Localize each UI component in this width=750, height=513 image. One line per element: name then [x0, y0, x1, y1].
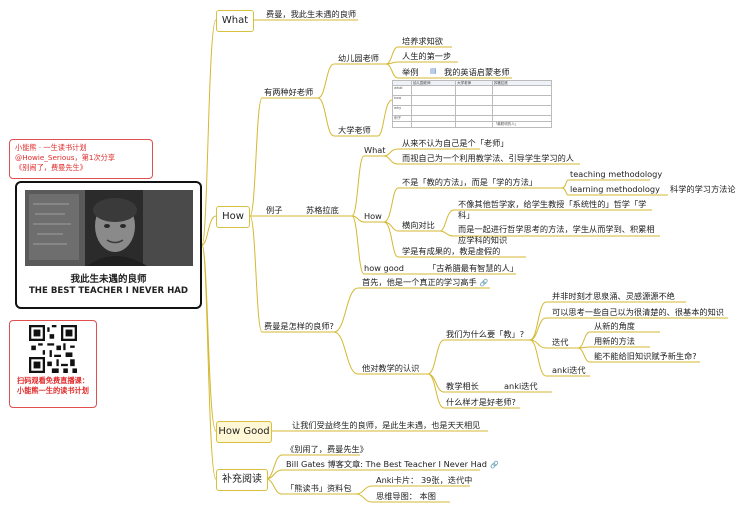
node-teach-grow[interactable]: 教学相长	[446, 381, 479, 391]
table-cell	[392, 121, 412, 128]
node-iterate-3[interactable]: 能不能给旧知识赋予新生命?	[594, 351, 697, 361]
node-contrast[interactable]: 横向对比	[402, 220, 435, 230]
extra-anki[interactable]: Anki卡片： 39张，迭代中	[376, 475, 473, 485]
table-row: how	[392, 95, 553, 106]
author-note: 小能熊 · 一生读书计划 @Howie_Serious，第1次分享 《别闹了，费…	[9, 139, 153, 179]
how-good-text[interactable]: 让我们受益终生的良师，是此生未遇，也是天天相见	[292, 420, 481, 430]
node-teaching-view[interactable]: 他对教学的认识	[362, 363, 420, 373]
node-socrates[interactable]: 苏格拉底	[306, 205, 339, 215]
topic-what[interactable]: What	[216, 10, 254, 32]
table-cell	[455, 85, 493, 96]
node-soc-how-3[interactable]: 学是有成果的，教是虚假的	[402, 246, 501, 256]
node-example[interactable]: 例子	[266, 205, 283, 215]
node-kg-example[interactable]: 我的英语启蒙老师	[444, 67, 510, 77]
table-cell	[410, 85, 457, 96]
node-why-teach[interactable]: 我们为什么要「教」?	[446, 329, 525, 339]
table-cell	[455, 105, 493, 116]
table-row: why	[392, 105, 553, 116]
node-first-master-label: 首先，他是一个真正的学习高手	[362, 277, 477, 287]
table-cell	[410, 105, 457, 116]
node-contrast-1[interactable]: 不像其他哲学家，给学生教授「系统性的」哲学「学科」	[458, 199, 647, 220]
table-cell: what	[392, 85, 412, 96]
link-icon[interactable]: 🔗	[479, 279, 489, 287]
what-branch-text[interactable]: 费曼，我此生未遇的良师	[266, 9, 357, 19]
qr-line-2: 小能熊一生的读书计划	[17, 386, 89, 395]
table-cell	[491, 85, 553, 96]
author-note-line-2: @Howie_Serious，第1次分享	[15, 153, 116, 162]
table-cell	[491, 105, 553, 116]
author-note-line-3: 《别闹了，费曼先生》	[15, 163, 87, 172]
node-why-1[interactable]: 并非时刻才思泉涌、灵感源源不绝	[552, 291, 675, 301]
extra-mindmap[interactable]: 思维导图： 本图	[376, 491, 436, 501]
table-cell	[491, 95, 553, 106]
qr-line-1: 扫码观看免费直播课：	[17, 376, 89, 385]
node-learning-methodology[interactable]: learning methodology	[570, 184, 660, 194]
qr-code-icon[interactable]	[29, 325, 77, 373]
qr-panel: 扫码观看免费直播课： 小能熊一生的读书计划	[9, 320, 97, 408]
extra-blog[interactable]: Bill Gates 博客文章: The Best Teacher I Neve…	[286, 459, 499, 471]
table-row: 「最聪明的人」	[392, 121, 553, 128]
note-icon[interactable]: ▤	[430, 67, 437, 75]
node-two-teachers[interactable]: 有两种好老师	[264, 87, 314, 97]
node-iterate-2[interactable]: 用新的方法	[594, 336, 635, 346]
central-title-en: THE BEST TEACHER I NEVER HAD	[28, 286, 189, 296]
node-socrates-what[interactable]: What	[364, 145, 386, 155]
node-contrast-2[interactable]: 而是一起进行哲学思考的方法，学生从而学到、积累相应学科的知识	[458, 224, 655, 245]
node-first-master[interactable]: 首先，他是一个真正的学习高手🔗	[362, 277, 488, 289]
node-kg-child-1[interactable]: 培养求知欲	[402, 36, 443, 46]
node-feynman-question[interactable]: 费曼是怎样的良师?	[264, 321, 334, 331]
table-cell	[410, 121, 457, 128]
central-title-cn: 我此生未遇的良师	[70, 274, 147, 285]
node-how-good-soc[interactable]: how good	[364, 263, 404, 273]
table-cell: why	[392, 105, 412, 116]
node-soc-how-1[interactable]: 不是「教的方法」，而是「学的方法」	[402, 177, 538, 187]
node-iterate[interactable]: 迭代	[552, 337, 569, 347]
central-topic[interactable]: 我此生未遇的良师 THE BEST TEACHER I NEVER HAD	[15, 181, 202, 309]
node-kindergarten-teacher[interactable]: 幼儿园老师	[338, 53, 379, 63]
node-why-2[interactable]: 可以思考一些自己以为很清楚的、很基本的知识	[552, 307, 724, 317]
table-cell	[455, 121, 493, 128]
table-cell: 「最聪明的人」	[491, 121, 553, 128]
extra-materials[interactable]: 「熊读书」资料包	[286, 483, 352, 493]
table-cell: how	[392, 95, 412, 106]
table-row: what	[392, 85, 553, 96]
node-how-good-soc-child[interactable]: 「古希腊最有智慧的人」	[428, 263, 519, 273]
node-soc-what-1[interactable]: 从来不认为自己是个「老师」	[402, 138, 509, 148]
table-cell	[410, 95, 457, 106]
node-socrates-how[interactable]: How	[364, 211, 382, 221]
node-kg-child-3[interactable]: 举例	[402, 67, 419, 77]
topic-how[interactable]: How	[216, 206, 250, 228]
node-teaching-methodology[interactable]: teaching methodology	[570, 169, 663, 179]
extra-blog-label: Bill Gates 博客文章: The Best Teacher I Neve…	[286, 459, 487, 469]
node-soc-what-2[interactable]: 而视自己为一个利用教学法、引导学生学习的人	[402, 153, 574, 163]
extra-book[interactable]: 《别闹了，费曼先生》	[286, 444, 368, 454]
table-cell	[455, 95, 493, 106]
node-kg-child-2[interactable]: 人生的第一步	[402, 51, 452, 61]
author-note-line-1: 小能熊 · 一生读书计划	[15, 143, 87, 152]
comparison-table: 幼儿园老师 大学老师 苏格拉底 what how why 例子 「最聪明的人」	[392, 80, 553, 128]
node-good-teacher-q[interactable]: 什么样才是好老师?	[446, 397, 516, 407]
node-anki-iterate-2[interactable]: anki迭代	[504, 381, 538, 391]
node-anki-iterate[interactable]: anki迭代	[552, 365, 586, 375]
topic-how-good[interactable]: How Good	[216, 421, 272, 443]
node-university-teacher[interactable]: 大学老师	[338, 125, 371, 135]
node-iterate-1[interactable]: 从新的角度	[594, 321, 635, 331]
portrait-photo	[25, 190, 193, 266]
link-icon[interactable]: 🔗	[489, 461, 499, 469]
node-learning-methodology-child[interactable]: 科学的学习方法论	[670, 184, 736, 194]
topic-extra-reading[interactable]: 补充阅读	[216, 469, 268, 491]
